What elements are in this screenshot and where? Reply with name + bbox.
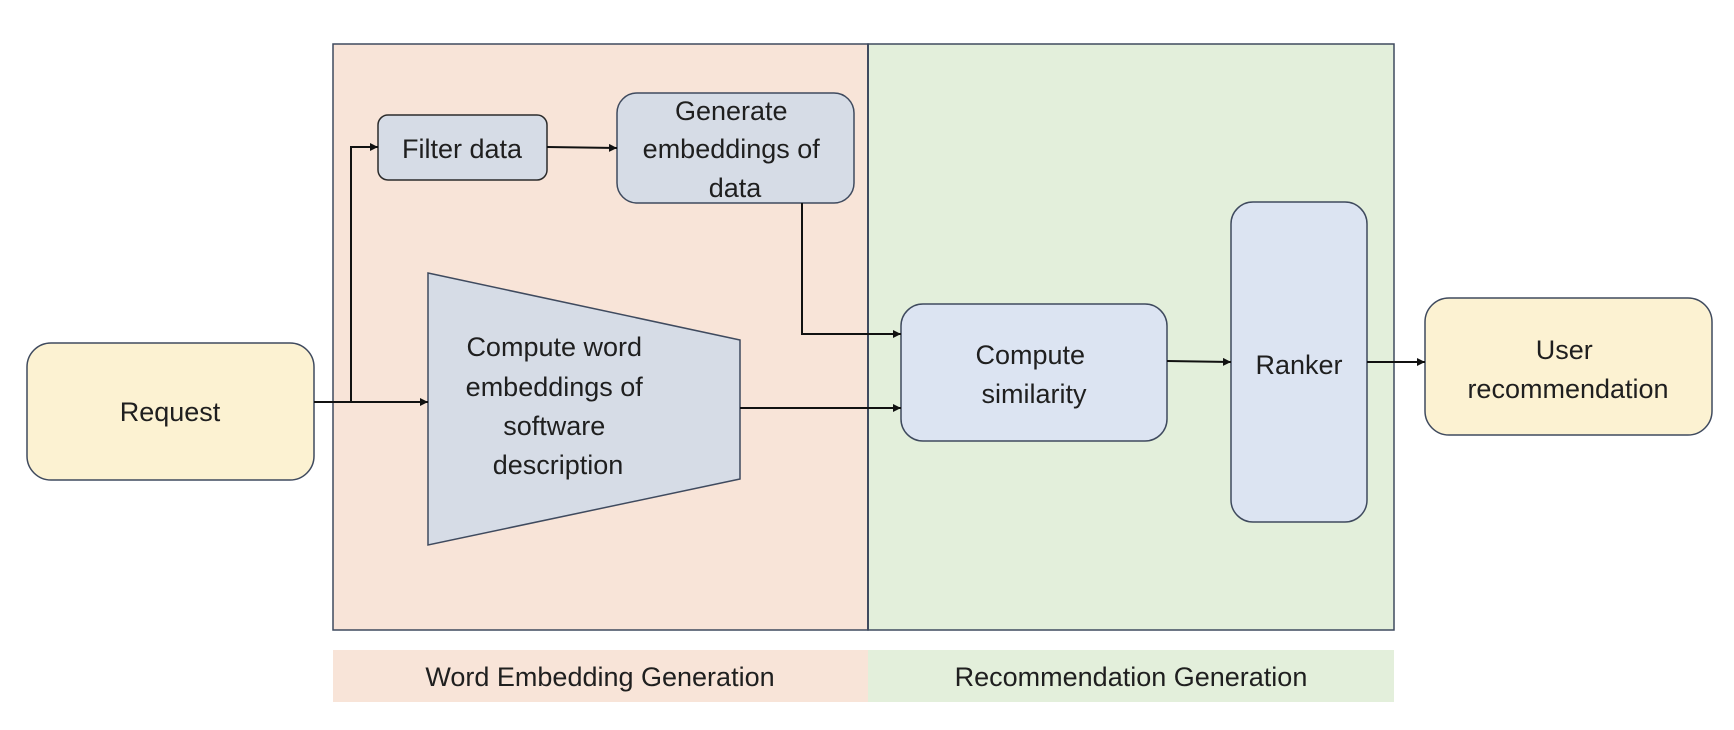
compute-similarity-line-2: similarity bbox=[982, 379, 1087, 409]
user-recommendation-node bbox=[1424, 297, 1713, 436]
recommendation-caption-bar bbox=[868, 650, 1394, 702]
user-recommendation-line-1: User bbox=[1536, 335, 1593, 365]
compute-word-embeddings-node bbox=[427, 272, 741, 546]
generate-embeddings-line-3: data bbox=[709, 173, 763, 203]
compute-word-embeddings-line-4: description bbox=[493, 450, 624, 480]
compute-similarity-line-1: Compute bbox=[975, 340, 1085, 370]
filter-data-label: Filter data bbox=[402, 134, 523, 164]
arrow-filter-to-generate bbox=[546, 143, 618, 152]
compute-similarity-node bbox=[900, 303, 1168, 442]
connectors bbox=[314, 143, 1425, 412]
request-label: Request bbox=[120, 397, 221, 427]
arrow-similarity-to-ranker bbox=[1166, 357, 1232, 366]
arrow-generate-to-similarity bbox=[801, 203, 901, 338]
generate-embeddings-line-2: embeddings of bbox=[643, 134, 821, 164]
user-recommendation-line-2: recommendation bbox=[1467, 374, 1668, 404]
user-recommendation-label: User recommendation bbox=[1467, 335, 1668, 404]
generate-embeddings-label: Generate embeddings of data bbox=[643, 96, 828, 203]
compute-similarity-label: Compute similarity bbox=[975, 340, 1092, 409]
compute-word-embeddings-line-1: Compute word bbox=[466, 332, 642, 362]
compute-word-embeddings-label: Compute word embeddings of software desc… bbox=[466, 332, 651, 480]
recommendation-section-label: Recommendation Generation bbox=[955, 662, 1308, 692]
arrow-request-to-filter-data bbox=[350, 143, 378, 402]
word-embedding-caption-bar bbox=[333, 650, 868, 702]
compute-word-embeddings-line-2: embeddings of bbox=[466, 372, 644, 402]
compute-word-embeddings-line-3: software bbox=[503, 411, 605, 441]
generate-embeddings-line-1: Generate bbox=[675, 96, 788, 126]
word-embedding-section-label: Word Embedding Generation bbox=[425, 662, 774, 692]
ranker-label: Ranker bbox=[1255, 350, 1342, 380]
request-node bbox=[26, 342, 315, 481]
